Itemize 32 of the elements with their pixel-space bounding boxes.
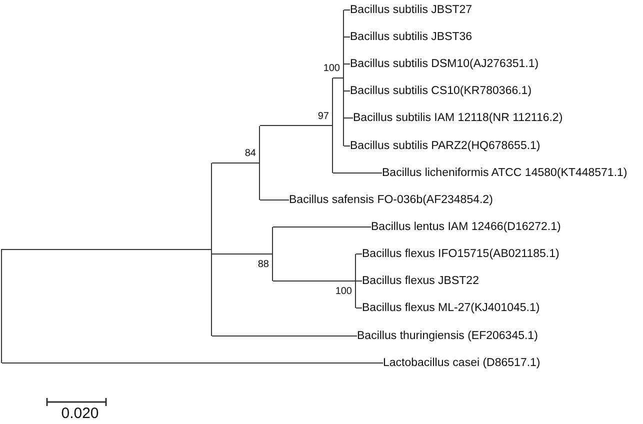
- branch-line: [272, 280, 356, 282]
- taxon-label: Bacillus thuringiensis (EF206345.1): [357, 329, 538, 343]
- branch-line: [344, 90, 350, 92]
- bootstrap-value: 100: [335, 286, 352, 298]
- branch-line: [2, 248, 212, 250]
- bootstrap-value: 84: [244, 148, 256, 160]
- taxon-label: Bacillus flexus ML-27(KJ401045.1): [362, 301, 540, 315]
- taxon-label: Bacillus subtilis DSM10(AJ276351.1): [350, 57, 539, 71]
- branch-line: [356, 280, 362, 282]
- branch-line: [2, 362, 384, 364]
- taxon-label: Bacillus lentus IAM 12466(D16272.1): [371, 220, 561, 234]
- bootstrap-value: 97: [318, 110, 329, 122]
- branch-line: [344, 36, 350, 38]
- taxon-label: Bacillus subtilis JBST27: [350, 3, 472, 17]
- branch-line: [260, 125, 332, 126]
- taxon-label: Bacillus flexus JBST22: [362, 274, 479, 288]
- taxon-label: Lactobacillus casei (D86517.1): [383, 356, 540, 370]
- taxon-label: Bacillus licheniformis ATCC 14580(KT448571.1): [382, 166, 628, 180]
- branch-line: [272, 226, 372, 228]
- scale-bar-label: 0.020: [61, 406, 99, 422]
- vertical-branch-line: [1, 249, 2, 363]
- branch-line: [212, 162, 260, 164]
- bootstrap-value: 88: [258, 259, 269, 271]
- taxon-label: Bacillus subtilis PARZ2(HQ678655.1): [350, 139, 540, 153]
- branch-line: [332, 172, 382, 174]
- taxon-label: Bacillus subtilis JBST36: [350, 30, 472, 44]
- taxon-label: Bacillus safensis FO-036b(AF234854.2): [289, 193, 493, 207]
- taxon-label: Bacillus subtilis CS10(KR780366.1): [350, 84, 532, 98]
- taxon-label: Bacillus subtilis IAM 12118(NR 112116.2): [353, 111, 563, 125]
- bootstrap-value: 100: [323, 63, 340, 75]
- taxon-label: Bacillus flexus IFO15715(AB021185.1): [362, 247, 560, 261]
- vertical-branch-line: [211, 162, 212, 336]
